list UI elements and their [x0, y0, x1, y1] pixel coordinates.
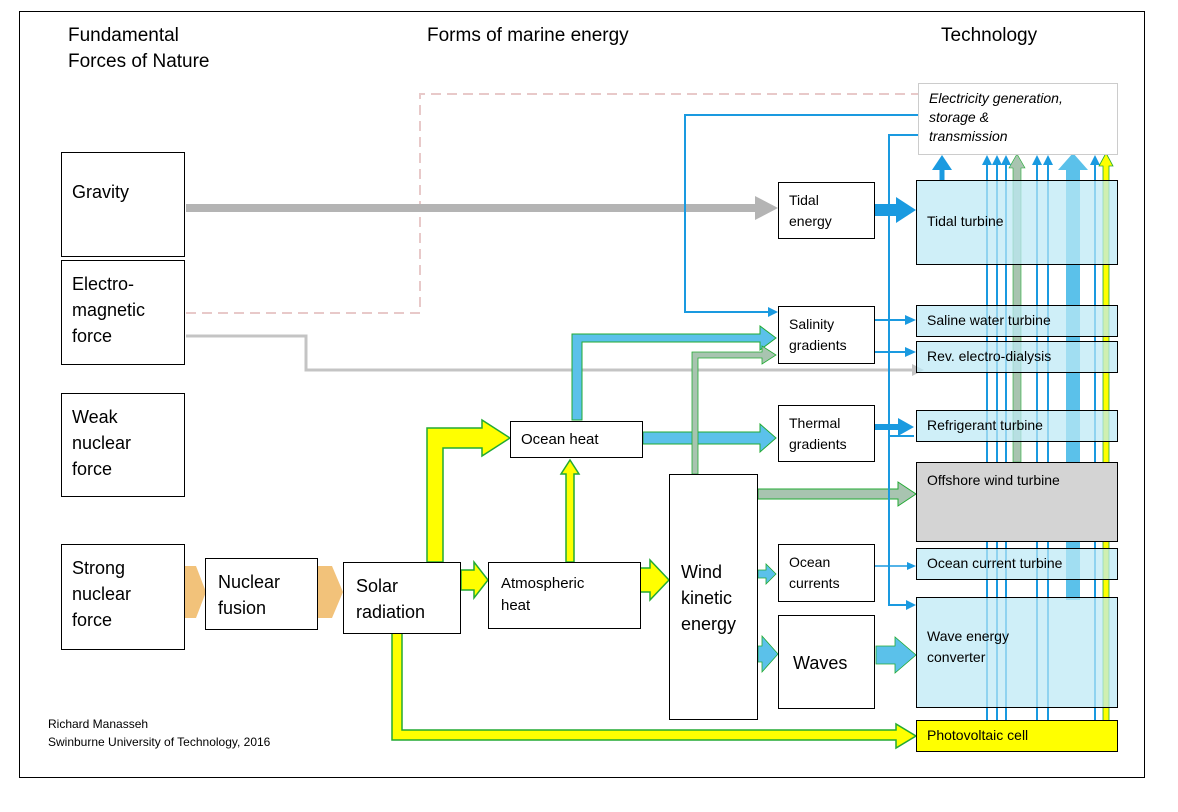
tech-refrigerant-turbine: Refrigerant turbine [916, 410, 1118, 442]
solar-to-photovoltaic-flow [391, 631, 918, 750]
ocean-heat-to-thermal-flow [642, 422, 777, 454]
wind-to-salinity-flow [691, 345, 777, 475]
up-line-waves [1058, 153, 1088, 600]
tech-photovoltaic: Photovoltaic cell [916, 720, 1118, 752]
tech-wave-converter: Wave energy converter [916, 597, 1118, 708]
strong-label-2: nuclear [72, 584, 132, 604]
ocean-heat-label: Ocean heat [521, 431, 599, 448]
thermal-label-2: gradients [789, 436, 847, 452]
fusion-to-solar-arrow [318, 566, 343, 618]
grid-label-2: storage & [929, 109, 989, 125]
em-dashed-connector [186, 93, 918, 314]
atmospheric-to-ocean-heat-flow [559, 458, 581, 563]
header-forces-line2: Forces of Nature [68, 51, 210, 72]
currents-to-turbine-head [907, 562, 916, 570]
box-strong-nuclear: Strong nuclear force [61, 544, 185, 650]
header-forms: Forms of marine energy [427, 25, 629, 46]
box-ocean-currents: Ocean currents [778, 544, 875, 602]
current-turbine-label: Ocean current turbine [927, 555, 1063, 571]
wind-to-offshore-flow [757, 481, 917, 507]
fusion-label-1: Nuclear [218, 572, 281, 592]
credit-affiliation: Swinburne University of Technology, 2016 [48, 735, 271, 749]
up-arrow-tidal [932, 155, 952, 170]
strong-label-1: Strong [72, 558, 126, 578]
gravity-label: Gravity [72, 182, 130, 202]
em-flow [186, 334, 912, 372]
electrodialysis-label: Rev. electro-dialysis [927, 348, 1052, 364]
ocean-heat-to-salinity-flow [571, 325, 777, 421]
em-label-1: Electro- [72, 274, 135, 294]
salinity-to-dialysis-head [905, 347, 916, 357]
salinity-label-2: gradients [789, 337, 847, 353]
grid-distribution-head [906, 600, 916, 610]
thermal-label-1: Thermal [789, 415, 841, 431]
atmospheric-label-2: heat [501, 597, 531, 614]
wave-converter-label-2: converter [927, 649, 986, 665]
gravity-flow-head [755, 196, 778, 220]
grid-return-head [768, 307, 778, 317]
tidal-energy-label-2: energy [789, 213, 832, 229]
tidal-turbine-label: Tidal turbine [927, 213, 1004, 229]
weak-label-3: force [72, 459, 113, 479]
box-electricity-grid: Electricity generation, storage & transm… [918, 83, 1118, 155]
box-solar-radiation: Solar radiation [343, 562, 461, 634]
header-forces-line1: Fundamental [68, 25, 179, 46]
wind-label-1: Wind [681, 562, 723, 582]
grid-label-3: transmission [929, 128, 1008, 144]
solar-to-ocean-heat-flow [426, 418, 512, 563]
em-label-3: force [72, 326, 113, 346]
em-label-2: magnetic [72, 300, 146, 320]
tech-saline-turbine: Saline water turbine [916, 305, 1118, 337]
box-weak-nuclear: Weak nuclear force [61, 393, 185, 497]
atmospheric-label-1: Atmospheric [501, 575, 585, 592]
refrigerant-label: Refrigerant turbine [927, 417, 1043, 433]
atmospheric-to-wind-flow [639, 558, 671, 602]
box-ocean-heat: Ocean heat [510, 421, 643, 458]
weak-label-2: nuclear [72, 433, 132, 453]
box-waves: Waves [778, 615, 875, 709]
box-electromagnetic: Electro- magnetic force [61, 260, 185, 365]
offshore-wind-label: Offshore wind turbine [927, 472, 1060, 488]
box-gravity: Gravity [61, 152, 185, 257]
tidal-energy-label-1: Tidal [789, 192, 819, 208]
tech-offshore-wind: Offshore wind turbine [916, 462, 1118, 542]
strong-label-3: force [72, 610, 113, 630]
box-salinity-gradients: Salinity gradients [778, 306, 875, 364]
tech-tidal-turbine: Tidal turbine [916, 180, 1118, 265]
currents-label-1: Ocean [789, 554, 831, 570]
box-wind-kinetic: Wind kinetic energy [669, 474, 758, 720]
tech-ocean-current-turbine: Ocean current turbine [916, 548, 1118, 580]
photovoltaic-label: Photovoltaic cell [927, 727, 1029, 743]
waves-label: Waves [793, 653, 848, 673]
salinity-label-1: Salinity [789, 316, 835, 332]
solar-to-atmospheric-flow [460, 559, 489, 601]
wind-label-3: energy [681, 614, 737, 634]
grid-label-1: Electricity generation, [929, 90, 1063, 106]
strong-to-fusion-arrow [184, 566, 206, 618]
box-thermal-gradients: Thermal gradients [778, 405, 875, 462]
fusion-label-2: fusion [218, 598, 267, 618]
solar-label-2: radiation [356, 602, 426, 622]
currents-label-2: currents [789, 575, 840, 591]
header-technology: Technology [941, 25, 1038, 46]
salinity-to-saline-head [905, 315, 916, 325]
wind-label-2: kinetic [681, 588, 733, 608]
weak-label-1: Weak [72, 407, 118, 427]
tidal-to-turbine-flow [875, 197, 916, 223]
saline-turbine-label: Saline water turbine [927, 312, 1051, 328]
grid-distribution-line [888, 134, 918, 606]
credit-author: Richard Manasseh [48, 717, 149, 731]
grid-return-line [684, 114, 918, 313]
box-atmospheric-heat: Atmospheric heat [488, 562, 641, 629]
tech-electrodialysis: Rev. electro-dialysis [916, 341, 1118, 373]
wave-converter-label-1: Wave energy [927, 628, 1009, 644]
wind-to-currents-flow [757, 563, 777, 585]
solar-label-1: Solar [356, 576, 399, 596]
waves-to-converter-flow [875, 636, 917, 674]
wind-to-waves-flow [757, 634, 779, 674]
box-tidal-energy: Tidal energy [778, 182, 875, 239]
thermal-to-refrigerant-flow [875, 418, 914, 436]
box-nuclear-fusion: Nuclear fusion [205, 558, 318, 630]
